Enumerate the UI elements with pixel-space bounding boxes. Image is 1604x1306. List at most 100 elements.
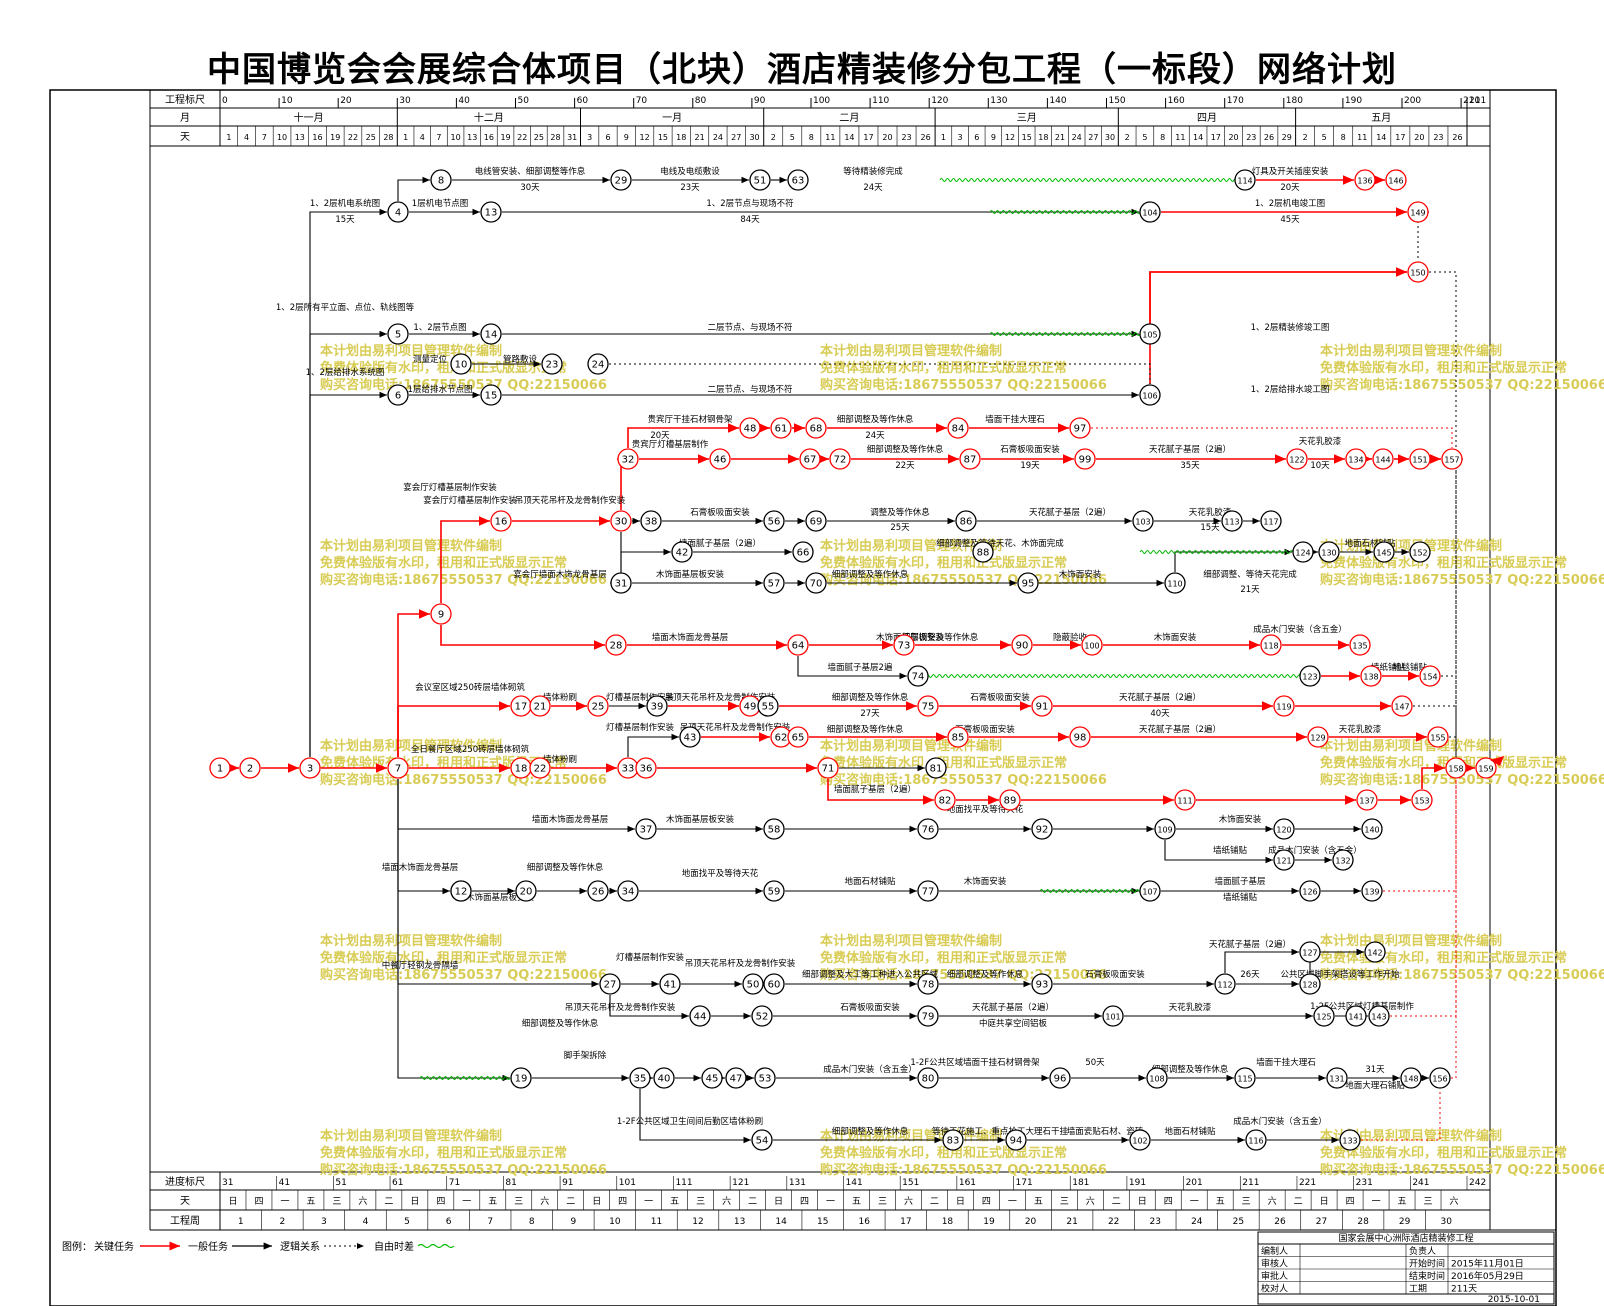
task-arrow xyxy=(627,423,739,448)
task-label: 天花乳胶漆 xyxy=(1189,507,1232,518)
event-node-id: 69 xyxy=(810,517,823,528)
watermark-text: 本计划由易利项目管理软件编制 xyxy=(1320,343,1502,359)
day-label: 13 xyxy=(467,133,477,142)
event-node-id: 78 xyxy=(922,980,935,991)
event-node-id: 130 xyxy=(1321,549,1336,558)
event-node-id: 133 xyxy=(1342,1137,1357,1146)
week-label: 19 xyxy=(983,1217,995,1227)
event-node-id: 146 xyxy=(1388,177,1403,186)
title-block-cell: 2015年11月01日 xyxy=(1451,1258,1524,1270)
event-node-id: 33 xyxy=(622,764,635,775)
event-node-id: 137 xyxy=(1359,797,1374,806)
event-node: 46 xyxy=(709,448,731,470)
weekday-label: 日 xyxy=(228,1196,237,1207)
event-node: 45 xyxy=(701,1067,723,1089)
event-node: 39 xyxy=(646,695,668,717)
event-node-id: 19 xyxy=(515,1074,528,1085)
legend-general-label: 一般任务 xyxy=(188,1240,228,1253)
event-node: 59 xyxy=(763,880,785,902)
event-node-id: 157 xyxy=(1444,456,1459,465)
task-arrow xyxy=(1164,840,1273,864)
progress-tick: 161 xyxy=(959,1178,976,1188)
progress-tick: 242 xyxy=(1469,1178,1486,1188)
event-node-id: 134 xyxy=(1348,456,1363,465)
event-node-id: 106 xyxy=(1142,392,1157,401)
progress-tick: 191 xyxy=(1129,1178,1146,1188)
event-node: 147 xyxy=(1391,695,1413,717)
progress-tick: 111 xyxy=(675,1178,692,1188)
event-node: 104 xyxy=(1139,201,1161,223)
weekday-label: 一 xyxy=(462,1197,471,1207)
task-label: 电线管安装、细部调整等作息 xyxy=(475,166,586,177)
event-node: 44 xyxy=(689,1005,711,1027)
event-node-id: 149 xyxy=(1410,209,1425,218)
task-label: 墙纸铺贴 xyxy=(1223,892,1258,903)
weekday-label: 一 xyxy=(644,1197,653,1207)
task-arrow xyxy=(1421,763,1445,789)
event-node: 5 xyxy=(387,323,409,345)
event-node-id: 70 xyxy=(810,579,823,590)
event-node: 70 xyxy=(805,572,827,594)
weekday-label: 日 xyxy=(592,1196,601,1207)
event-node-id: 117 xyxy=(1263,518,1278,527)
weekday-label: 三 xyxy=(696,1197,705,1207)
event-node-id: 118 xyxy=(1263,642,1278,651)
watermark-text: 本计划由易利项目管理软件编制 xyxy=(320,343,502,359)
task-label: 天花腻子基层（2遍） xyxy=(1149,444,1231,455)
event-node: 137 xyxy=(1356,789,1378,811)
task-label: 宴会厅墙面木饰龙骨基层 xyxy=(513,569,607,580)
progress-tick: 201 xyxy=(1186,1178,1203,1188)
event-node-id: 95 xyxy=(1022,579,1035,590)
day-label: 2 xyxy=(1303,133,1308,142)
event-node: 143 xyxy=(1368,1005,1390,1027)
scale-tick: 60 xyxy=(577,96,589,106)
task-label: 测量定位 xyxy=(413,354,448,365)
task-label: 1-2F公共区域卫生间间后勤区墙体粉刷 xyxy=(617,1116,763,1127)
week-label: 16 xyxy=(859,1217,871,1227)
scale-tick: 140 xyxy=(1049,96,1066,106)
watermark-text: 购买咨询电话:18675550537 QQ:22150066 xyxy=(820,1162,1107,1178)
event-node: 72 xyxy=(829,448,851,470)
task-label: 细部调整及等作休息 xyxy=(527,862,604,873)
task-label: 天花腻子基层（2遍） xyxy=(1139,724,1221,735)
task-label: 灯槽基层制作安装 xyxy=(616,952,685,963)
task-label: 脚手架拆除 xyxy=(564,1050,607,1061)
network-nodes: 1234567891011121314151617181920212223242… xyxy=(209,169,1504,1151)
event-node-id: 28 xyxy=(610,641,623,652)
event-node: 96 xyxy=(1049,1067,1071,1089)
event-node-id: 127 xyxy=(1302,949,1317,958)
event-node: 84 xyxy=(947,417,969,439)
weekday-label: 六 xyxy=(540,1195,549,1207)
weekday-label: 四 xyxy=(982,1197,991,1207)
day-label: 4 xyxy=(420,133,425,142)
task-label: 全日餐厅区域250砖层墙体砌筑 xyxy=(411,744,530,755)
event-node: 78 xyxy=(917,973,939,995)
day-label: 20 xyxy=(1414,133,1424,142)
progress-tick: 41 xyxy=(279,1178,290,1188)
event-node-id: 1 xyxy=(217,764,223,775)
task-label: 45天 xyxy=(1280,215,1300,225)
event-node-id: 76 xyxy=(922,825,935,836)
task-label: 1、2层机电系统图 xyxy=(310,198,380,209)
weekday-label: 五 xyxy=(1398,1197,1407,1207)
task-label: 墙面木饰面龙骨基层 xyxy=(532,814,609,825)
outer-frame xyxy=(49,89,1557,1306)
progress-row-label: 进度标尺 xyxy=(165,1175,205,1188)
scale-tick: 200 xyxy=(1404,96,1421,106)
event-node-id: 61 xyxy=(775,424,788,435)
title-block-project: 国家会展中心洲际酒店精装修工程 xyxy=(1338,1232,1473,1244)
task-label: 二层节点、与现场不符 xyxy=(707,384,792,395)
weekday-label: 二 xyxy=(1112,1197,1121,1207)
event-node-id: 8 xyxy=(438,176,444,187)
event-node: 151 xyxy=(1409,448,1431,470)
progress-tick: 171 xyxy=(1016,1178,1033,1188)
day-label: 1 xyxy=(403,133,408,142)
weekday-label: 五 xyxy=(852,1197,861,1207)
task-arrow xyxy=(627,733,679,757)
week-label: 3 xyxy=(321,1217,327,1227)
task-label: 20天 xyxy=(1280,183,1300,193)
event-node: 89 xyxy=(999,789,1021,811)
progress-tick: 91 xyxy=(562,1178,573,1188)
event-node: 95 xyxy=(1017,572,1039,594)
scale-tick: 50 xyxy=(517,96,529,106)
